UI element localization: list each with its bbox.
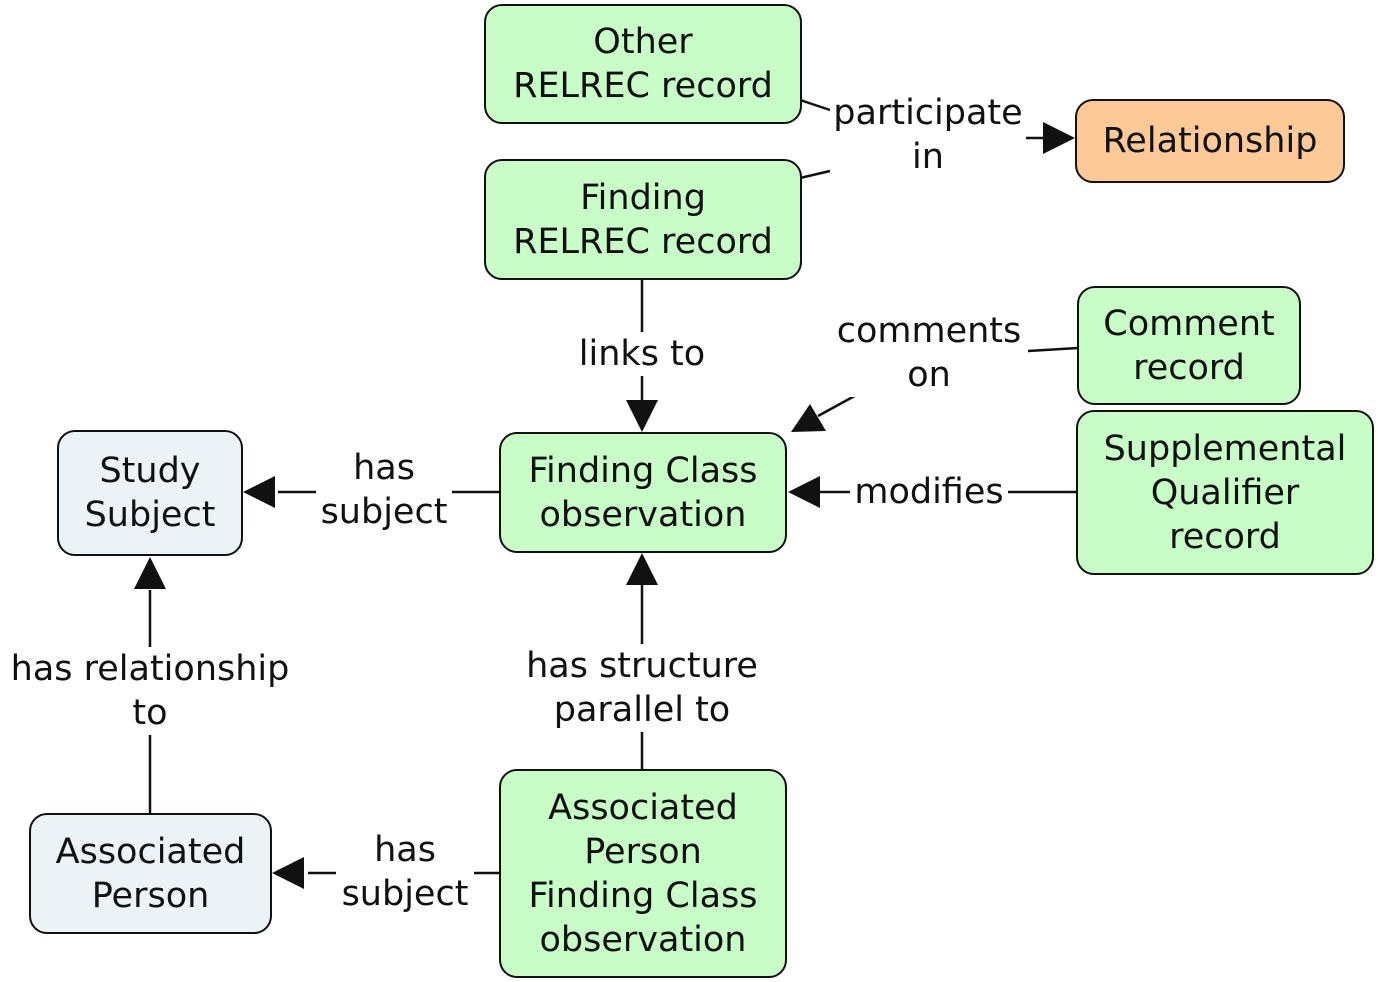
node-label-line: Finding Class	[528, 875, 758, 916]
edge-label-line: subject	[341, 874, 469, 914]
edge-label-line: parallel to	[553, 690, 731, 730]
edge-label-line: has relationship	[10, 649, 290, 689]
node-label-line: Associated	[548, 787, 738, 828]
edge-label-has-structure-parallel-to: has structure parallel to	[518, 644, 766, 732]
node-label-line: Study	[99, 451, 201, 491]
edge-label-modifies: modifies	[850, 470, 1008, 514]
arrowhead-comments-on	[791, 404, 826, 432]
relationship-node[interactable]: Relationship	[1075, 99, 1345, 183]
node-label-line: record	[1169, 516, 1281, 557]
arrowhead-modifies	[788, 476, 820, 508]
edge-comment-to-label	[1027, 346, 1079, 353]
arrowhead-study-subject	[243, 476, 275, 508]
finding-class-observation-node[interactable]: Finding Class observation	[499, 432, 787, 553]
node-label-line: observation	[539, 494, 747, 535]
edge-label-line: in	[912, 137, 944, 177]
node-label-line: Qualifier	[1150, 472, 1300, 513]
node-label-line: RELREC record	[513, 221, 773, 262]
associated-person-finding-class-observation-node[interactable]: Associated Person Finding Class observat…	[499, 769, 787, 978]
node-label-line: Finding Class	[528, 450, 758, 491]
comment-record-node[interactable]: Comment record	[1077, 286, 1301, 405]
edge-finding-relrec-to-label	[799, 169, 831, 180]
arrowhead-links-to	[626, 400, 658, 432]
node-label-line: Other	[593, 22, 693, 62]
edge-label-line: subject	[320, 492, 448, 532]
edge-label-links-to: links to	[572, 332, 712, 376]
edge-other-relrec-to-label	[799, 98, 831, 112]
edge-label-has-subject-study: has subject	[316, 446, 452, 534]
arrowhead-parallel	[626, 553, 658, 585]
node-label-line: RELREC record	[513, 66, 773, 106]
node-label-line: record	[1133, 347, 1245, 388]
finding-relrec-record-node[interactable]: Finding RELREC record	[484, 159, 802, 280]
other-relrec-record-node[interactable]: Other RELREC record	[484, 4, 802, 124]
edge-label-line: links to	[578, 334, 706, 374]
node-label-line: observation	[539, 919, 747, 960]
edge-label-participate-in: participate in	[830, 91, 1026, 179]
node-label-line: Comment	[1103, 303, 1275, 344]
edge-label-has-subject-associated: has subject	[336, 828, 474, 916]
node-label-line: Relationship	[1102, 121, 1318, 161]
edge-label-line: participate	[833, 93, 1023, 133]
edge-label-has-relationship-to: has relationship to	[4, 647, 296, 735]
edge-label-line: has structure	[526, 646, 758, 686]
edge-label-line: on	[907, 355, 951, 395]
node-label-line: Person	[584, 831, 702, 872]
edge-label-line: modifies	[854, 472, 1004, 512]
node-label-line: Associated	[55, 831, 246, 872]
arrowhead-has-relationship	[134, 557, 166, 589]
study-subject-node[interactable]: Study Subject	[57, 430, 243, 556]
associated-person-node[interactable]: Associated Person	[29, 813, 272, 934]
edge-label-line: to	[132, 693, 168, 733]
edge-label-line: has	[353, 448, 415, 488]
edge-label-line: has	[374, 830, 436, 870]
node-label-line: Supplemental	[1103, 428, 1347, 469]
arrowhead-associated-person	[272, 857, 304, 889]
node-label-line: Person	[91, 875, 210, 916]
node-label-line: Subject	[84, 495, 216, 535]
node-label-line: Finding	[580, 177, 706, 218]
edge-label-comments-on: comments on	[832, 309, 1026, 397]
arrowhead-relationship	[1043, 122, 1075, 154]
supplemental-qualifier-record-node[interactable]: Supplemental Qualifier record	[1076, 410, 1374, 575]
edge-label-line: comments	[836, 311, 1022, 351]
